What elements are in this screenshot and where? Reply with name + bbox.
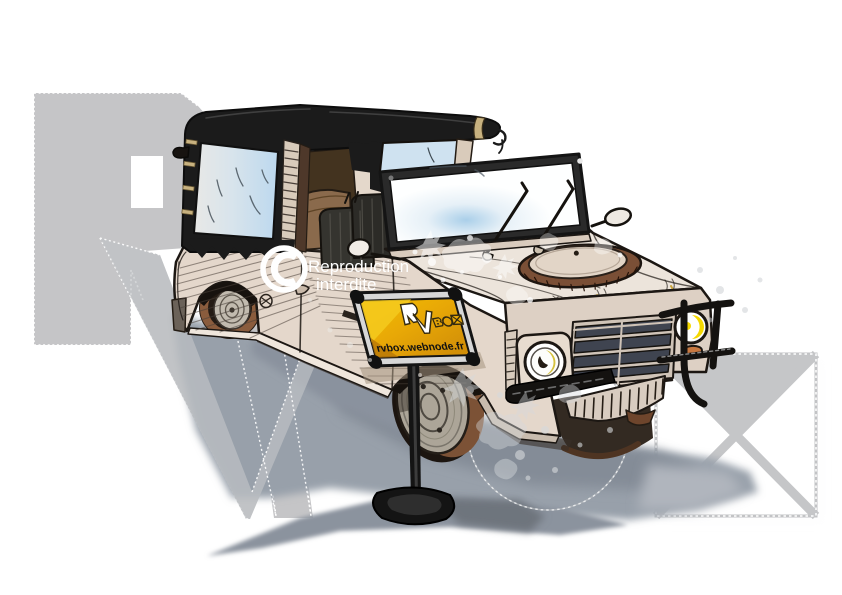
svg-text:interdite: interdite [316, 275, 376, 294]
svg-text:rvbox.webnode.fr: rvbox.webnode.fr [375, 340, 466, 354]
svg-text:Reproduction: Reproduction [308, 257, 409, 276]
